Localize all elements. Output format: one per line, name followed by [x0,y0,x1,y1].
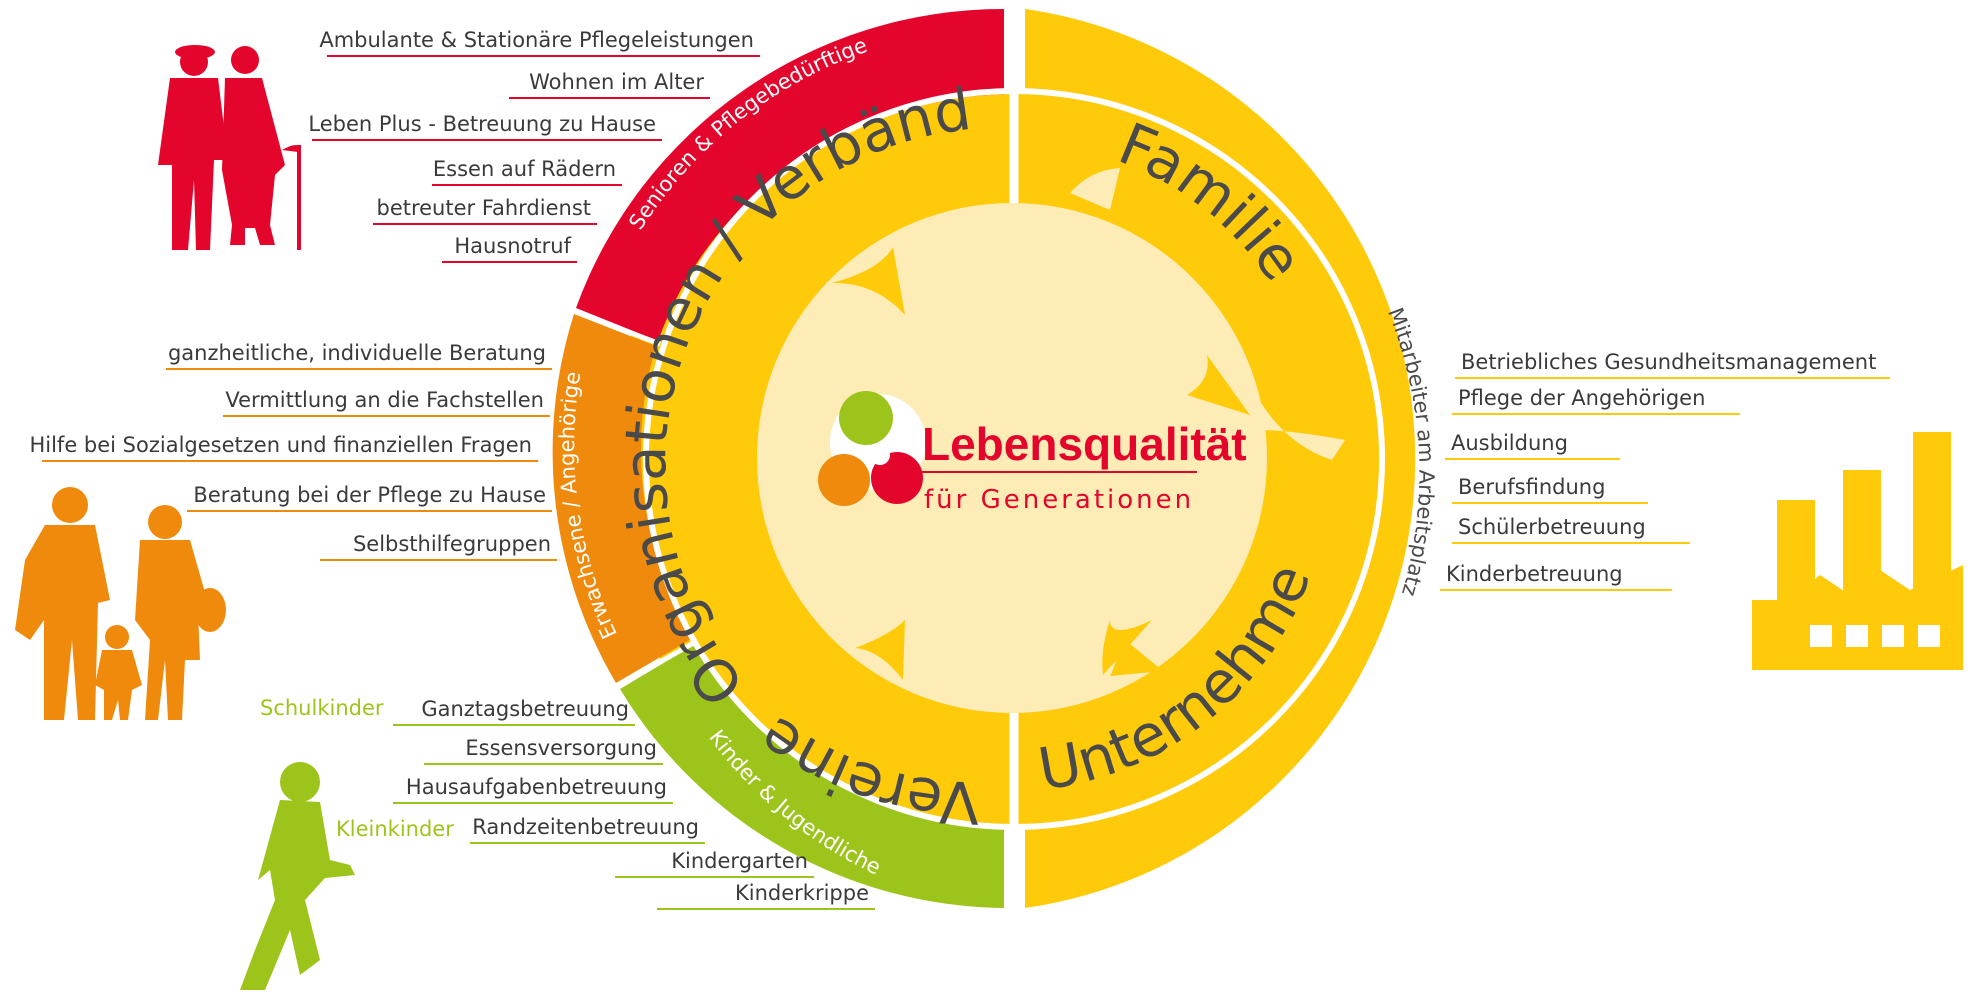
kids-services-list: GanztagsbetreuungEssensversorgungHausauf… [393,697,875,910]
family-silhouette-icon [15,487,226,720]
service-label: Randzeitenbetreuung [472,815,699,839]
service-label: Essen auf Rädern [433,157,616,181]
logo: Lebensqualität für Generationen [818,391,1247,515]
service-label: Schülerbetreuung [1458,515,1646,539]
service-label: betreuter Fahrdienst [376,196,591,220]
service-label: Leben Plus - Betreuung zu Hause [308,112,656,136]
logo-title: Lebensqualität [922,418,1247,470]
seniors-services-list: Ambulante & Stationäre PflegeleistungenW… [308,28,760,263]
kids-group-school: Schulkinder [260,696,384,720]
factory-icon [1752,432,1963,670]
service-label: Berufsfindung [1458,475,1605,499]
service-label: Hilfe bei Sozialgesetzen und finanzielle… [29,433,532,457]
service-label: Betriebliches Gesundheitsmanagement [1461,350,1876,374]
service-label: Hausaufgabenbetreuung [406,775,667,799]
service-label: Kinderbetreuung [1446,562,1623,586]
service-label: ganzheitliche, individuelle Beratung [168,341,546,365]
service-label: Vermittlung an die Fachstellen [225,388,544,412]
arrow-decorations [825,168,1345,680]
service-label: Beratung bei der Pflege zu Hause [193,483,546,507]
service-label: Ausbildung [1451,431,1568,455]
service-label: Pflege der Angehörigen [1458,386,1705,410]
logo-leaf-green [839,391,893,445]
service-label: Essensversorgung [465,736,657,760]
service-label: Kindergarten [671,849,808,873]
company-services-list: Betriebliches GesundheitsmanagementPfleg… [1440,350,1890,591]
kids-group-small: Kleinkinder [336,817,454,841]
service-label: Hausnotruf [454,234,571,258]
service-label: Kinderkrippe [735,881,869,905]
ring-seniors-segment [576,8,1004,342]
ring-kids-segment [620,643,1004,908]
service-label: Ganztagsbetreuung [421,697,629,721]
adults-services-list: ganzheitliche, individuelle BeratungVerm… [29,341,557,561]
center-disc [757,203,1267,713]
seniors-silhouette-icon [158,45,301,250]
service-label: Selbsthilfegruppen [353,532,551,556]
service-label: Ambulante & Stationäre Pflegeleistungen [319,28,754,52]
child-silhouette-icon [240,762,355,990]
logo-subtitle: für Generationen [924,485,1194,515]
service-label: Wohnen im Alter [529,70,704,94]
logo-leaf-orange [818,454,870,506]
ring-adults-segment [552,314,693,683]
logo-leaf-red [871,452,923,504]
